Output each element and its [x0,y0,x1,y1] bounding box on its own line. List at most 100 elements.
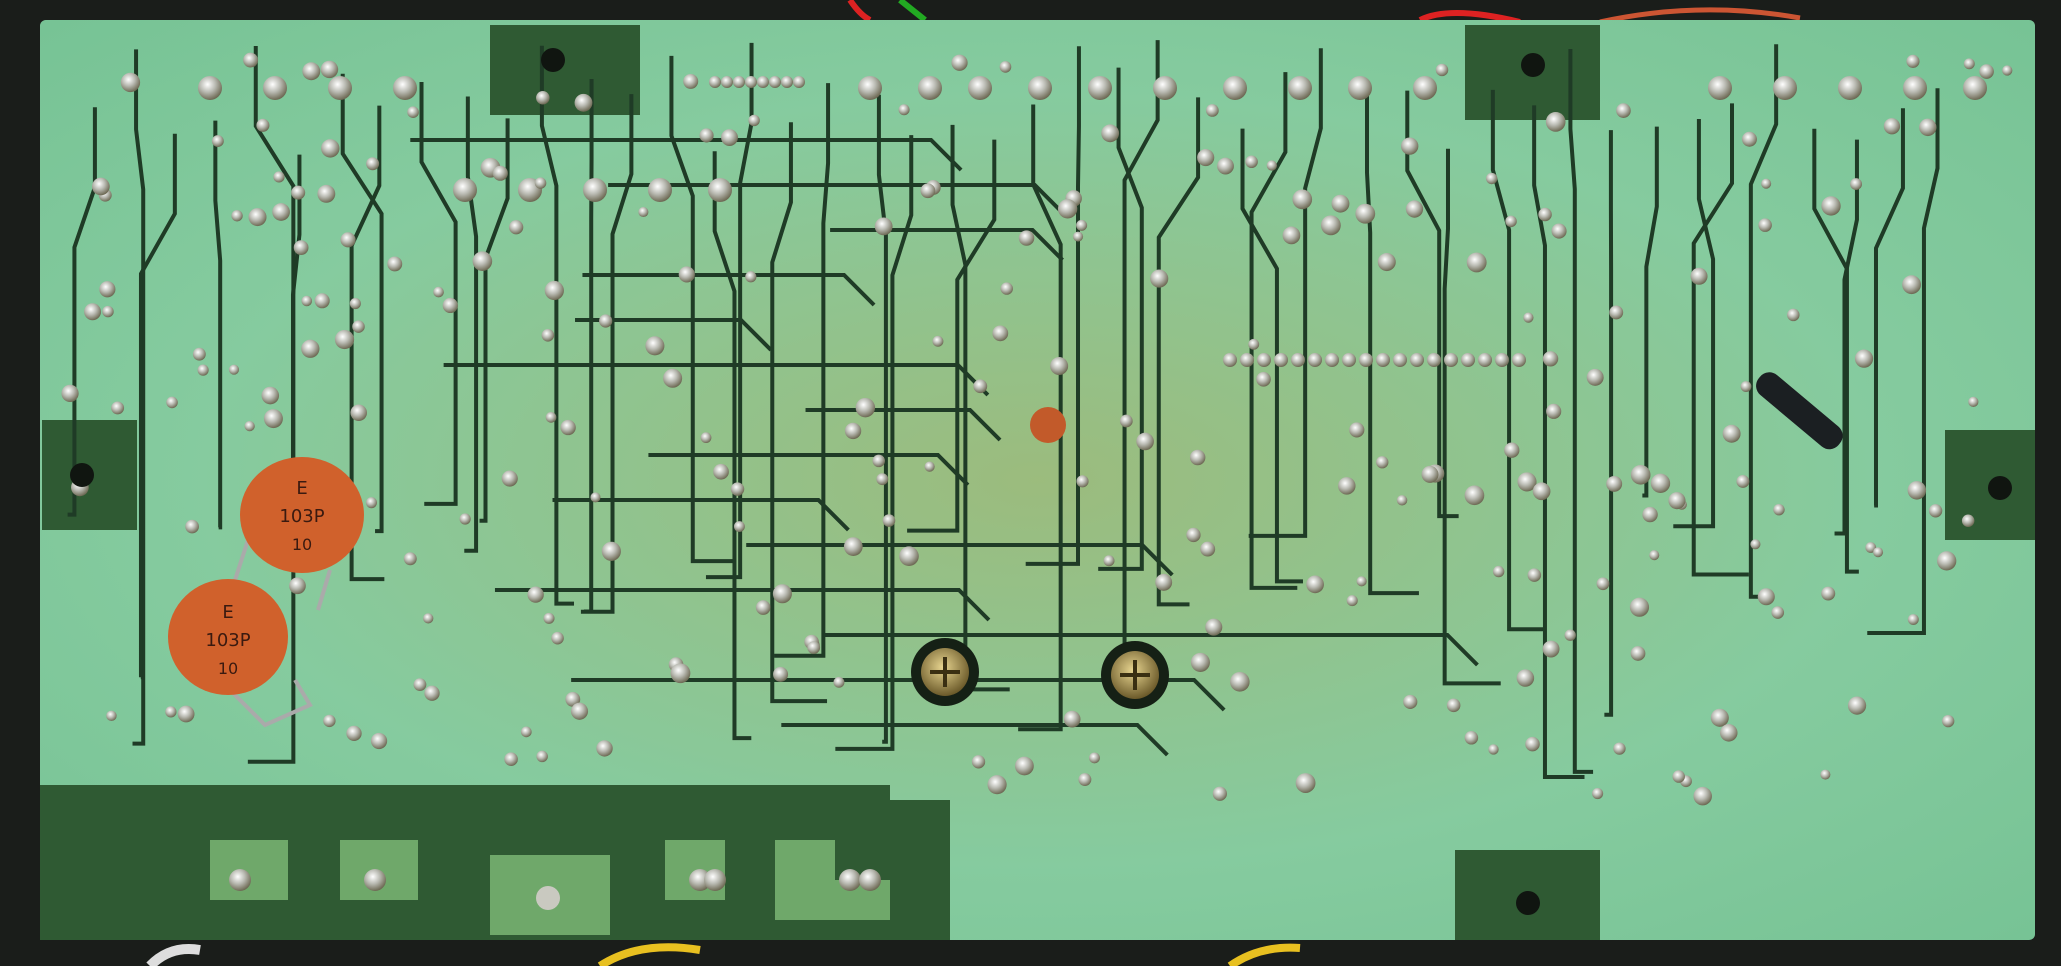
solder-pad [1325,353,1339,367]
trace [1156,97,1201,607]
solder-pad [442,297,458,314]
solder-pad [709,76,721,88]
solder-pad [256,118,270,132]
trace [67,107,97,517]
solder-pad [1847,696,1867,715]
solder-pad [1821,586,1836,601]
solder-pad [599,314,613,328]
solder-pad [898,104,910,116]
solder-pad [1821,196,1841,216]
solder-pad [1205,618,1223,636]
ceramic-capacitor: E 103P 10 [168,579,313,728]
solder-pad [1928,504,1943,518]
solder-pad [1758,218,1772,232]
solder-pad [1527,568,1542,582]
solder-pad [1223,353,1237,367]
solder-pad [1190,652,1210,672]
solder-pad [858,76,882,100]
solder-pad [263,409,283,429]
solder-pad [1101,124,1120,143]
trace [608,183,1067,217]
trace [705,42,754,580]
solder-pad [683,73,699,89]
solder-pad [1820,769,1831,780]
solder-pad [874,217,893,236]
solder-pad [1396,495,1408,506]
solder-pads [61,52,2013,891]
solder-pad [645,336,665,356]
solder-pad [1338,477,1356,495]
trace [823,633,1479,667]
solder-pad [1838,76,1862,100]
solder-pad [1757,588,1775,606]
solder-pad [1306,575,1324,594]
solder-pad [1771,606,1785,619]
solder-pad [1504,442,1520,458]
solder-pad [583,178,607,202]
trace [247,46,296,764]
solder-pad [1376,456,1389,469]
solder-pad [1186,527,1201,543]
solder-pad [413,678,427,692]
solder-pad [1349,422,1365,438]
solder-pad [1150,269,1169,288]
solder-pad [859,869,881,891]
solder-pad [1592,787,1604,800]
solder-pad [1223,76,1247,100]
connector-pads [210,840,890,935]
solder-pad [1538,207,1552,222]
solder-pad [1444,353,1458,367]
solder-pad [1609,305,1624,320]
solder-pad [272,203,290,221]
solder-pad [1942,715,1955,728]
mounting-holes [70,48,2012,915]
solder-pad [1355,203,1376,224]
trace [1532,105,1585,779]
solder-pad [596,740,613,757]
solder-pad [807,641,821,654]
capacitor-marking: E [296,478,307,499]
trace [410,138,963,172]
solder-pad [1376,353,1390,367]
solder-pad [541,329,555,342]
solder-pad [1348,76,1372,100]
solder-pad [1421,465,1439,483]
solder-pad [92,177,110,196]
solder-pad [387,256,403,272]
solder-pad [1740,381,1752,392]
solder-pad [1200,541,1216,557]
solder-pad [1773,76,1797,100]
solder-pad [177,705,195,723]
solder-pad [1205,104,1219,117]
solder-pad [1551,223,1567,239]
solder-pad [730,482,745,496]
solder-pad [708,178,732,202]
solder-pad [1342,353,1356,367]
capacitor-marking: 10 [292,535,312,554]
solder-pad [211,135,224,147]
trace [1098,67,1144,571]
solder-pad [700,432,712,444]
solder-pad [273,171,285,183]
solder-pad [745,271,757,283]
trace [582,273,876,307]
solder-pad [106,710,117,722]
trace [712,151,752,741]
solder-pad [453,178,477,202]
solder-pad [1088,76,1112,100]
solder-pad [534,177,547,189]
solder-pad [545,412,557,423]
solder-pad [1488,744,1499,755]
solder-pad [263,76,287,100]
solder-pad [855,397,876,418]
solder-pad [721,129,738,146]
trace [1490,89,1544,632]
solder-pad [1512,353,1526,367]
trace [1018,104,1063,732]
trace [1365,92,1419,596]
trace [464,96,479,553]
solder-pad [1546,403,1562,419]
solder-pad [1393,353,1407,367]
solder-pad [1668,492,1686,510]
capacitor-marking: 10 [218,659,238,678]
